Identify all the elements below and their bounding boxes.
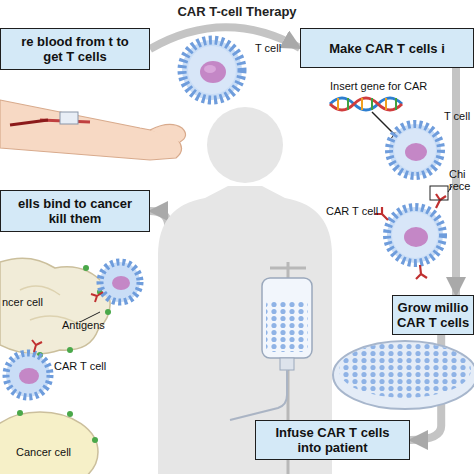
step-box: Infuse CAR T cells into patient — [255, 420, 410, 460]
car-t-cell — [6, 353, 50, 397]
car-t-cell — [91, 292, 103, 302]
cancer-cell — [0, 410, 98, 474]
dna-strand — [337, 98, 339, 110]
arm-blood-draw — [0, 100, 186, 160]
dna-strand — [330, 98, 402, 110]
cancer-cell — [83, 265, 89, 271]
step-box: re blood from t to get T cells — [0, 28, 150, 70]
car-t-cell — [91, 262, 140, 302]
cancer-cell — [17, 410, 23, 416]
petri-dish — [339, 342, 471, 398]
dna-strand — [330, 98, 402, 110]
patient-silhouette — [207, 107, 283, 183]
part-label: T cell — [255, 42, 281, 54]
part-label: Chi rece — [449, 168, 473, 192]
dna-strand — [385, 98, 387, 110]
patient-silhouette — [158, 107, 332, 474]
iv-drip — [266, 300, 308, 352]
part-label: CAR T cell — [326, 205, 378, 217]
t-cell — [389, 124, 441, 176]
dna-strand — [395, 98, 397, 110]
step-box: Grow millio CAR T cells — [392, 295, 474, 335]
t-cell — [204, 65, 216, 73]
t-cell — [188, 46, 236, 94]
dna-strand — [361, 98, 363, 110]
car-t-cell — [100, 262, 140, 302]
cancer-cell — [67, 411, 73, 417]
part-label: Antigens — [62, 319, 105, 331]
step-box: Make CAR T cells i — [300, 28, 474, 68]
dna-strand — [371, 98, 373, 110]
petri-dish — [333, 341, 474, 409]
t-cell — [394, 129, 436, 171]
car-t-cell — [392, 212, 438, 258]
t-cell — [389, 124, 441, 176]
car-t-cell — [430, 186, 448, 200]
car-t-cell — [32, 340, 42, 352]
car-t-cell — [387, 207, 443, 263]
car-t-cell — [375, 186, 452, 279]
iv-drip — [270, 267, 306, 270]
step-box: ells bind to cancer kill them — [0, 190, 150, 232]
step-text: ells bind to cancer kill them — [9, 196, 141, 226]
t-cell — [200, 61, 226, 83]
t-cell — [182, 40, 242, 100]
car-t-cell — [436, 194, 446, 208]
cancer-cell — [92, 437, 98, 443]
petri-dish — [333, 341, 474, 409]
step-text: Make CAR T cells i — [305, 41, 470, 56]
car-t-cell — [416, 265, 427, 279]
cancer-cell — [67, 347, 73, 353]
part-label: ncer cell — [2, 296, 43, 308]
step-text: Grow millio CAR T cells — [395, 300, 471, 330]
cancer-cell — [0, 412, 98, 474]
iv-drip — [230, 370, 287, 420]
part-label: Insert gene for CAR — [330, 80, 427, 92]
cancer-cell — [0, 258, 110, 354]
arm-blood-draw — [10, 120, 48, 125]
iv-drip — [262, 278, 312, 358]
cancer-cell — [0, 258, 111, 358]
part-label: CAR T cell — [54, 360, 106, 372]
part-label: Cancer cell — [16, 446, 71, 458]
step-text: Infuse CAR T cells into patient — [263, 425, 403, 455]
iv-drip — [280, 358, 294, 370]
t-cell — [182, 40, 242, 100]
diagram-title: CAR T-cell Therapy — [0, 4, 474, 19]
t-cell — [405, 143, 427, 161]
car-t-cell — [19, 368, 39, 384]
cancer-cell — [105, 309, 111, 315]
car-t-cell — [112, 276, 130, 290]
step-text: re blood from t to get T cells — [19, 34, 131, 64]
arm-blood-draw — [150, 124, 186, 142]
dna-strand — [347, 98, 349, 110]
car-t-cell — [404, 227, 428, 247]
arm-blood-draw — [60, 112, 78, 124]
car-t-cell — [6, 340, 50, 397]
part-label: T cell — [444, 110, 470, 122]
